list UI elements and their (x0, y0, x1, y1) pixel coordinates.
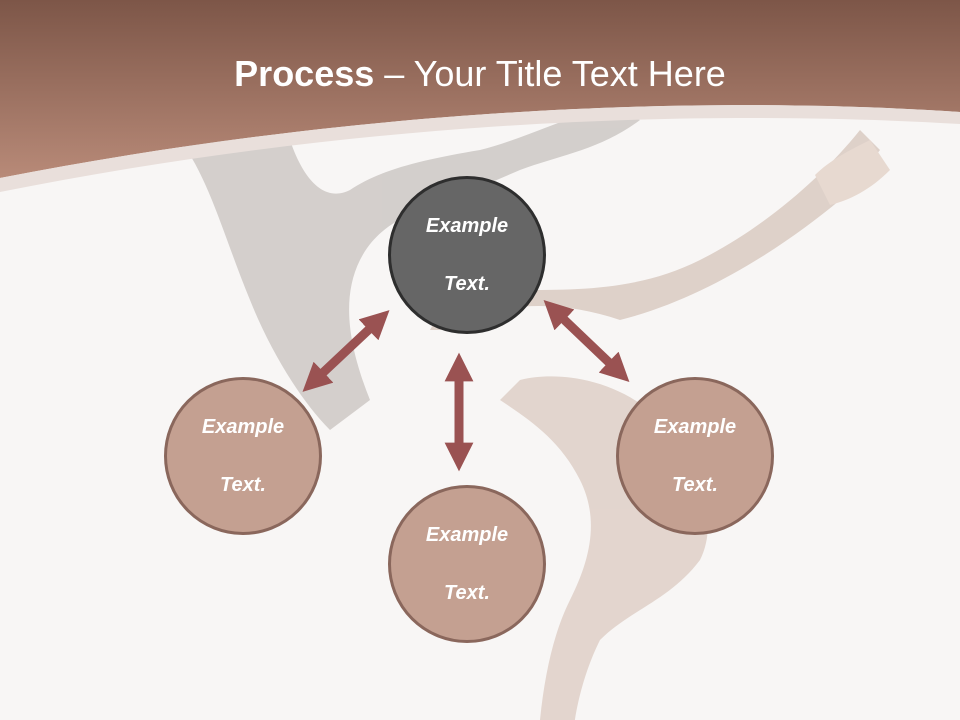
bottom-circle-line1: Example (425, 523, 509, 546)
right-circle-line2: Text. (672, 473, 718, 496)
header-swoosh (0, 105, 960, 192)
left-circle-line2: Text. (220, 473, 266, 496)
title-bold: Process (234, 53, 375, 94)
header-band (0, 0, 960, 178)
center-circle-line1: Example (425, 214, 509, 237)
slide-title: Process – Your Title Text Here (0, 52, 960, 96)
title-rest: – Your Title Text Here (374, 53, 726, 94)
center-circle-line2: Text. (444, 272, 490, 295)
left-circle-line1: Example (201, 415, 285, 438)
arrow-center-right (543, 300, 630, 382)
right-circle-line1: Example (653, 415, 737, 438)
arrow-center-left (302, 310, 390, 392)
bottom-circle-line2: Text. (444, 581, 490, 604)
